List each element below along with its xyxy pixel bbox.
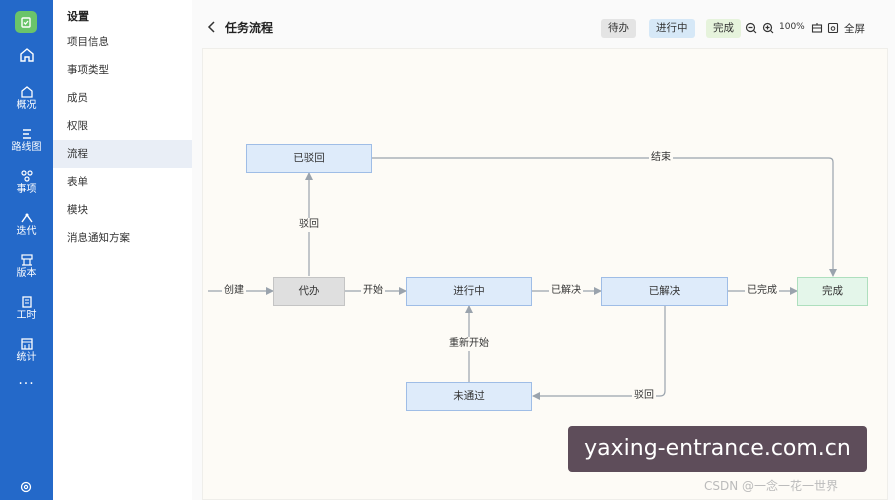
sidebar-item-notification-scheme[interactable]: 消息通知方案 [67,232,130,244]
rail-label: 事项 [16,184,37,195]
version-icon [20,254,33,266]
rail-label: 概况 [16,100,37,111]
rail-home[interactable] [0,47,53,64]
edge-label-resolve: 已解决 [549,284,583,298]
overview-icon [20,86,33,98]
edge-end [372,157,837,277]
legend-in-progress: 进行中 [649,19,695,38]
rail-item-issues[interactable]: 事项 [0,169,53,196]
zoom-in-icon[interactable] [762,21,774,35]
edge-label-start: 开始 [361,284,385,298]
sidebar-item-modules[interactable]: 模块 [67,204,88,216]
page-title: 任务流程 [225,21,274,35]
zoom-out-icon[interactable] [745,21,757,35]
settings-sidebar: 设置 项目信息 事项类型 成员 权限 流程 表单 模块 消息通知方案 [53,0,192,500]
sidebar-item-project-info[interactable]: 项目信息 [67,36,109,48]
rail-item-roadmap[interactable]: 路线图 [0,127,53,154]
node-rejected[interactable]: 已驳回 [246,144,372,173]
node-in-progress[interactable]: 进行中 [406,277,532,306]
fullscreen-button[interactable]: 全屏 [844,23,865,35]
node-done[interactable]: 完成 [797,277,868,306]
rail-label: 版本 [16,268,37,279]
rail-label: 路线图 [11,142,42,153]
node-todo[interactable]: 代办 [273,277,345,306]
sidebar-item-workflow[interactable]: 流程 [53,140,192,168]
edge-label-reject-up: 驳回 [297,218,321,232]
sidebar-title: 设置 [67,10,89,23]
back-arrow-icon[interactable] [206,20,218,34]
rail-item-iteration[interactable]: 迭代 [0,211,53,238]
rail-item-stats[interactable]: 统计 [0,337,53,364]
stats-icon [20,338,33,350]
main-panel: 任务流程 待办 进行中 完成 100% 全屏 已驳 [192,0,895,500]
edge-label-restart: 重新开始 [447,337,491,351]
rail-label: 工时 [16,310,37,321]
legend-done: 完成 [706,19,741,38]
sidebar-item-issue-types[interactable]: 事项类型 [67,64,109,76]
node-not-passed[interactable]: 未通过 [406,382,532,411]
rail-item-worktime[interactable]: 工时 [0,295,53,322]
rail-item-version[interactable]: 版本 [0,253,53,280]
rail-label: 迭代 [16,226,37,237]
save-image-icon[interactable] [827,21,839,35]
edge-label-create: 创建 [222,284,246,298]
app-logo-icon[interactable] [15,11,37,33]
rail-label: 统计 [16,352,37,363]
sidebar-item-permissions[interactable]: 权限 [67,120,88,132]
legend-todo: 待办 [601,19,636,38]
rail-item-overview[interactable]: 概况 [0,85,53,112]
zoom-level: 100% [779,22,805,32]
edge-label-end: 结束 [649,151,673,165]
home-icon [19,48,34,62]
roadmap-icon [22,129,31,139]
flow-canvas[interactable]: 已驳回 代办 进行中 已解决 完成 未通过 创建 开始 已解决 已完成 驳回 结… [202,48,888,500]
iteration-icon [20,213,33,223]
sidebar-item-forms[interactable]: 表单 [67,176,88,188]
gear-icon[interactable] [19,480,33,494]
watermark-banner: yaxing-entrance.com.cn [568,426,867,472]
edge-label-complete: 已完成 [745,284,779,298]
left-rail: 概况 路线图 事项 迭代 版本 工时 统计 ··· [0,0,53,500]
author-credit: CSDN @一念一花一世界 [704,479,839,493]
edge-reject-back [532,306,666,400]
edge-label-reject-back: 驳回 [632,389,656,403]
worktime-icon [21,296,32,308]
sidebar-list: 项目信息 事项类型 成员 权限 流程 表单 模块 消息通知方案 [53,28,192,252]
item-icon [20,170,33,182]
more-icon[interactable]: ··· [18,376,35,392]
sidebar-item-members[interactable]: 成员 [67,92,88,104]
layout-icon[interactable] [811,21,823,35]
node-resolved[interactable]: 已解决 [601,277,728,306]
